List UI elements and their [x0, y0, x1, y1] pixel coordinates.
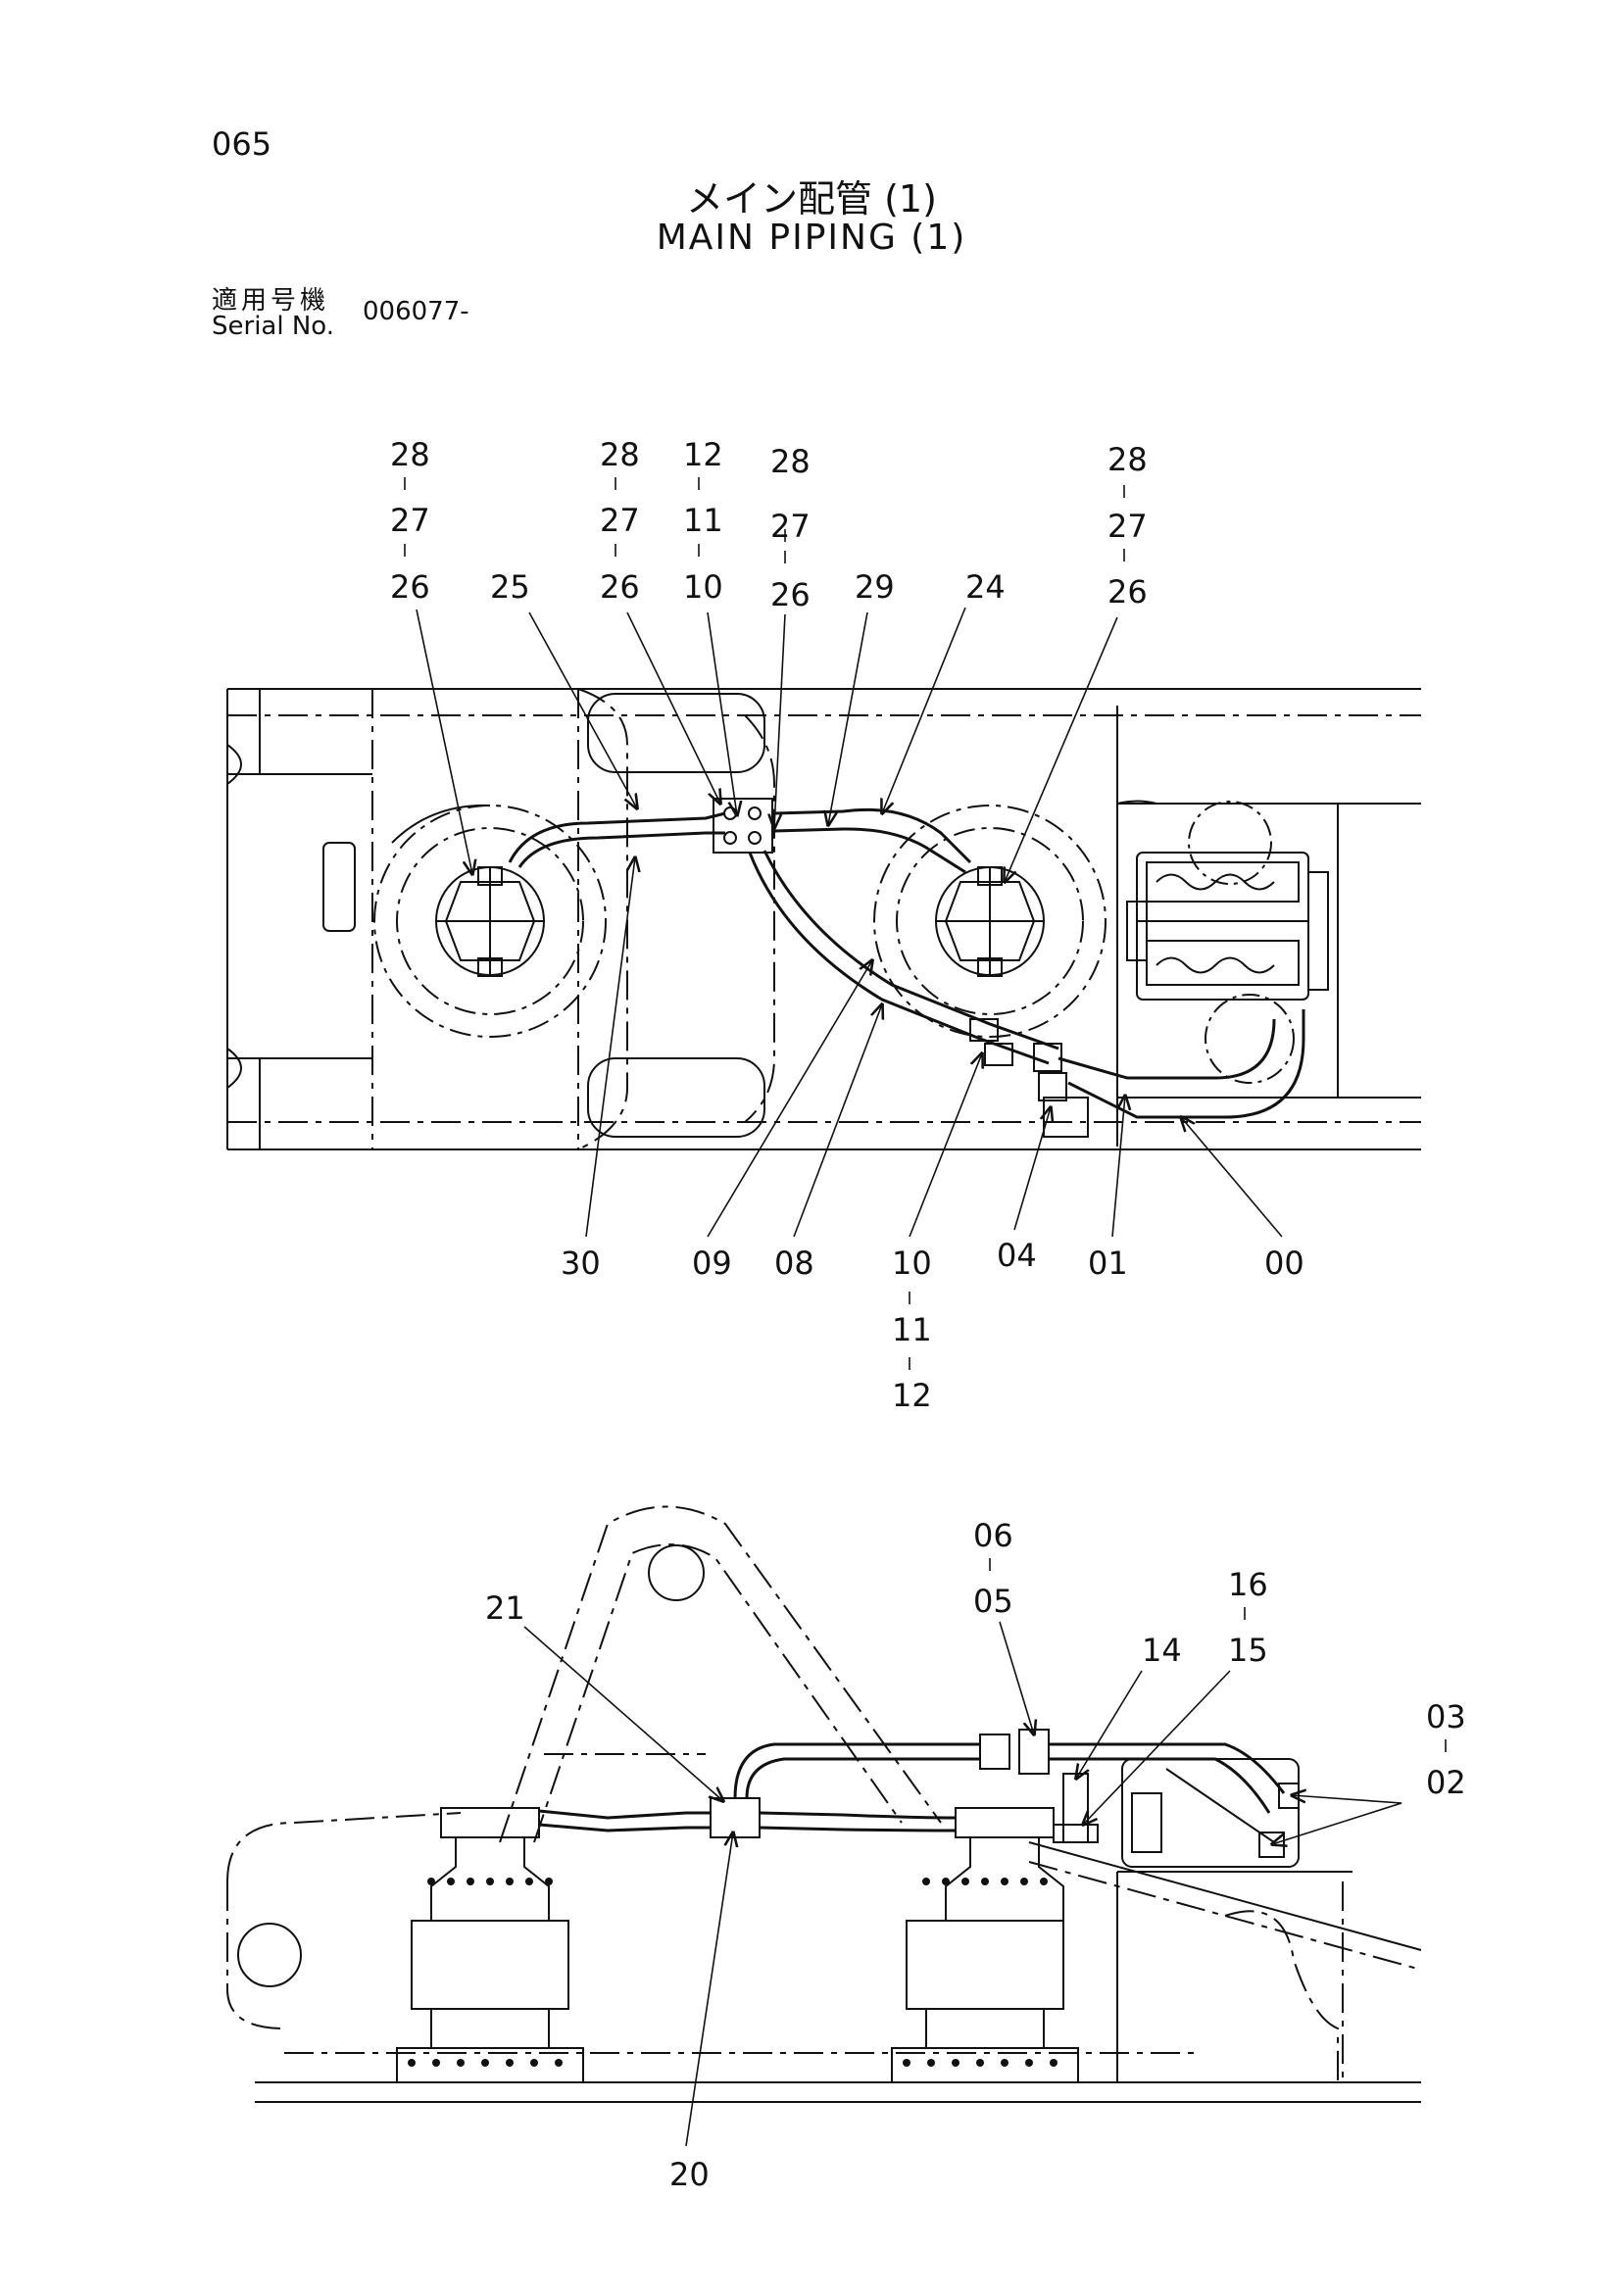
callout-29: 29 — [855, 568, 895, 606]
callout-14: 14 — [1142, 1632, 1182, 1669]
callout-30: 30 — [561, 1245, 601, 1282]
callout-26: 26 — [770, 576, 811, 613]
callout-08: 08 — [774, 1245, 814, 1282]
serial-label-japanese: 適用号機 — [212, 286, 330, 316]
callout-01: 01 — [1088, 1245, 1128, 1282]
callout-16: 16 — [1228, 1566, 1268, 1603]
serial-number-value: 006077- — [363, 297, 469, 326]
callout-05: 05 — [973, 1583, 1013, 1620]
callout-27: 27 — [600, 502, 640, 539]
callout-28: 28 — [390, 436, 430, 473]
callout-12: 12 — [892, 1377, 932, 1414]
bottom-view — [226, 1505, 1422, 2103]
callout-26: 26 — [390, 568, 430, 606]
title-japanese: メイン配管 (1) — [686, 177, 937, 220]
callout-20: 20 — [669, 2156, 710, 2193]
callout-12: 12 — [683, 436, 723, 473]
callout-10: 10 — [892, 1245, 932, 1282]
page-number: 065 — [212, 125, 272, 163]
callout-11: 11 — [683, 502, 723, 539]
serial-label-english: Serial No. — [212, 312, 334, 341]
callout-27: 27 — [390, 502, 430, 539]
callout-15: 15 — [1228, 1632, 1268, 1669]
title-english: MAIN PIPING (1) — [656, 218, 967, 258]
callout-02: 02 — [1426, 1764, 1466, 1801]
callout-25: 25 — [490, 568, 530, 606]
callout-21: 21 — [485, 1589, 525, 1627]
callout-04: 04 — [997, 1237, 1037, 1274]
callout-26: 26 — [600, 568, 640, 606]
callout-28: 28 — [1107, 441, 1148, 478]
callout-28: 28 — [600, 436, 640, 473]
callout-10: 10 — [683, 568, 723, 606]
callout-26: 26 — [1107, 573, 1148, 611]
callout-27: 27 — [770, 508, 811, 545]
callout-03: 03 — [1426, 1698, 1466, 1735]
bottom-view-leaders — [523, 1558, 1447, 2147]
top-view-callouts: 28 27 26 25 28 27 26 12 11 10 28 27 26 2… — [390, 436, 1304, 1414]
callout-28: 28 — [770, 443, 811, 480]
callout-09: 09 — [692, 1245, 732, 1282]
callout-00: 00 — [1264, 1245, 1304, 1282]
callout-27: 27 — [1107, 508, 1148, 545]
bottom-view-callouts: 21 06 05 16 15 14 03 02 20 — [485, 1517, 1466, 2193]
callout-06: 06 — [973, 1517, 1013, 1554]
top-view — [226, 688, 1421, 1150]
callout-24: 24 — [965, 568, 1006, 606]
top-view-leaders — [404, 477, 1283, 1370]
callout-11: 11 — [892, 1311, 932, 1348]
